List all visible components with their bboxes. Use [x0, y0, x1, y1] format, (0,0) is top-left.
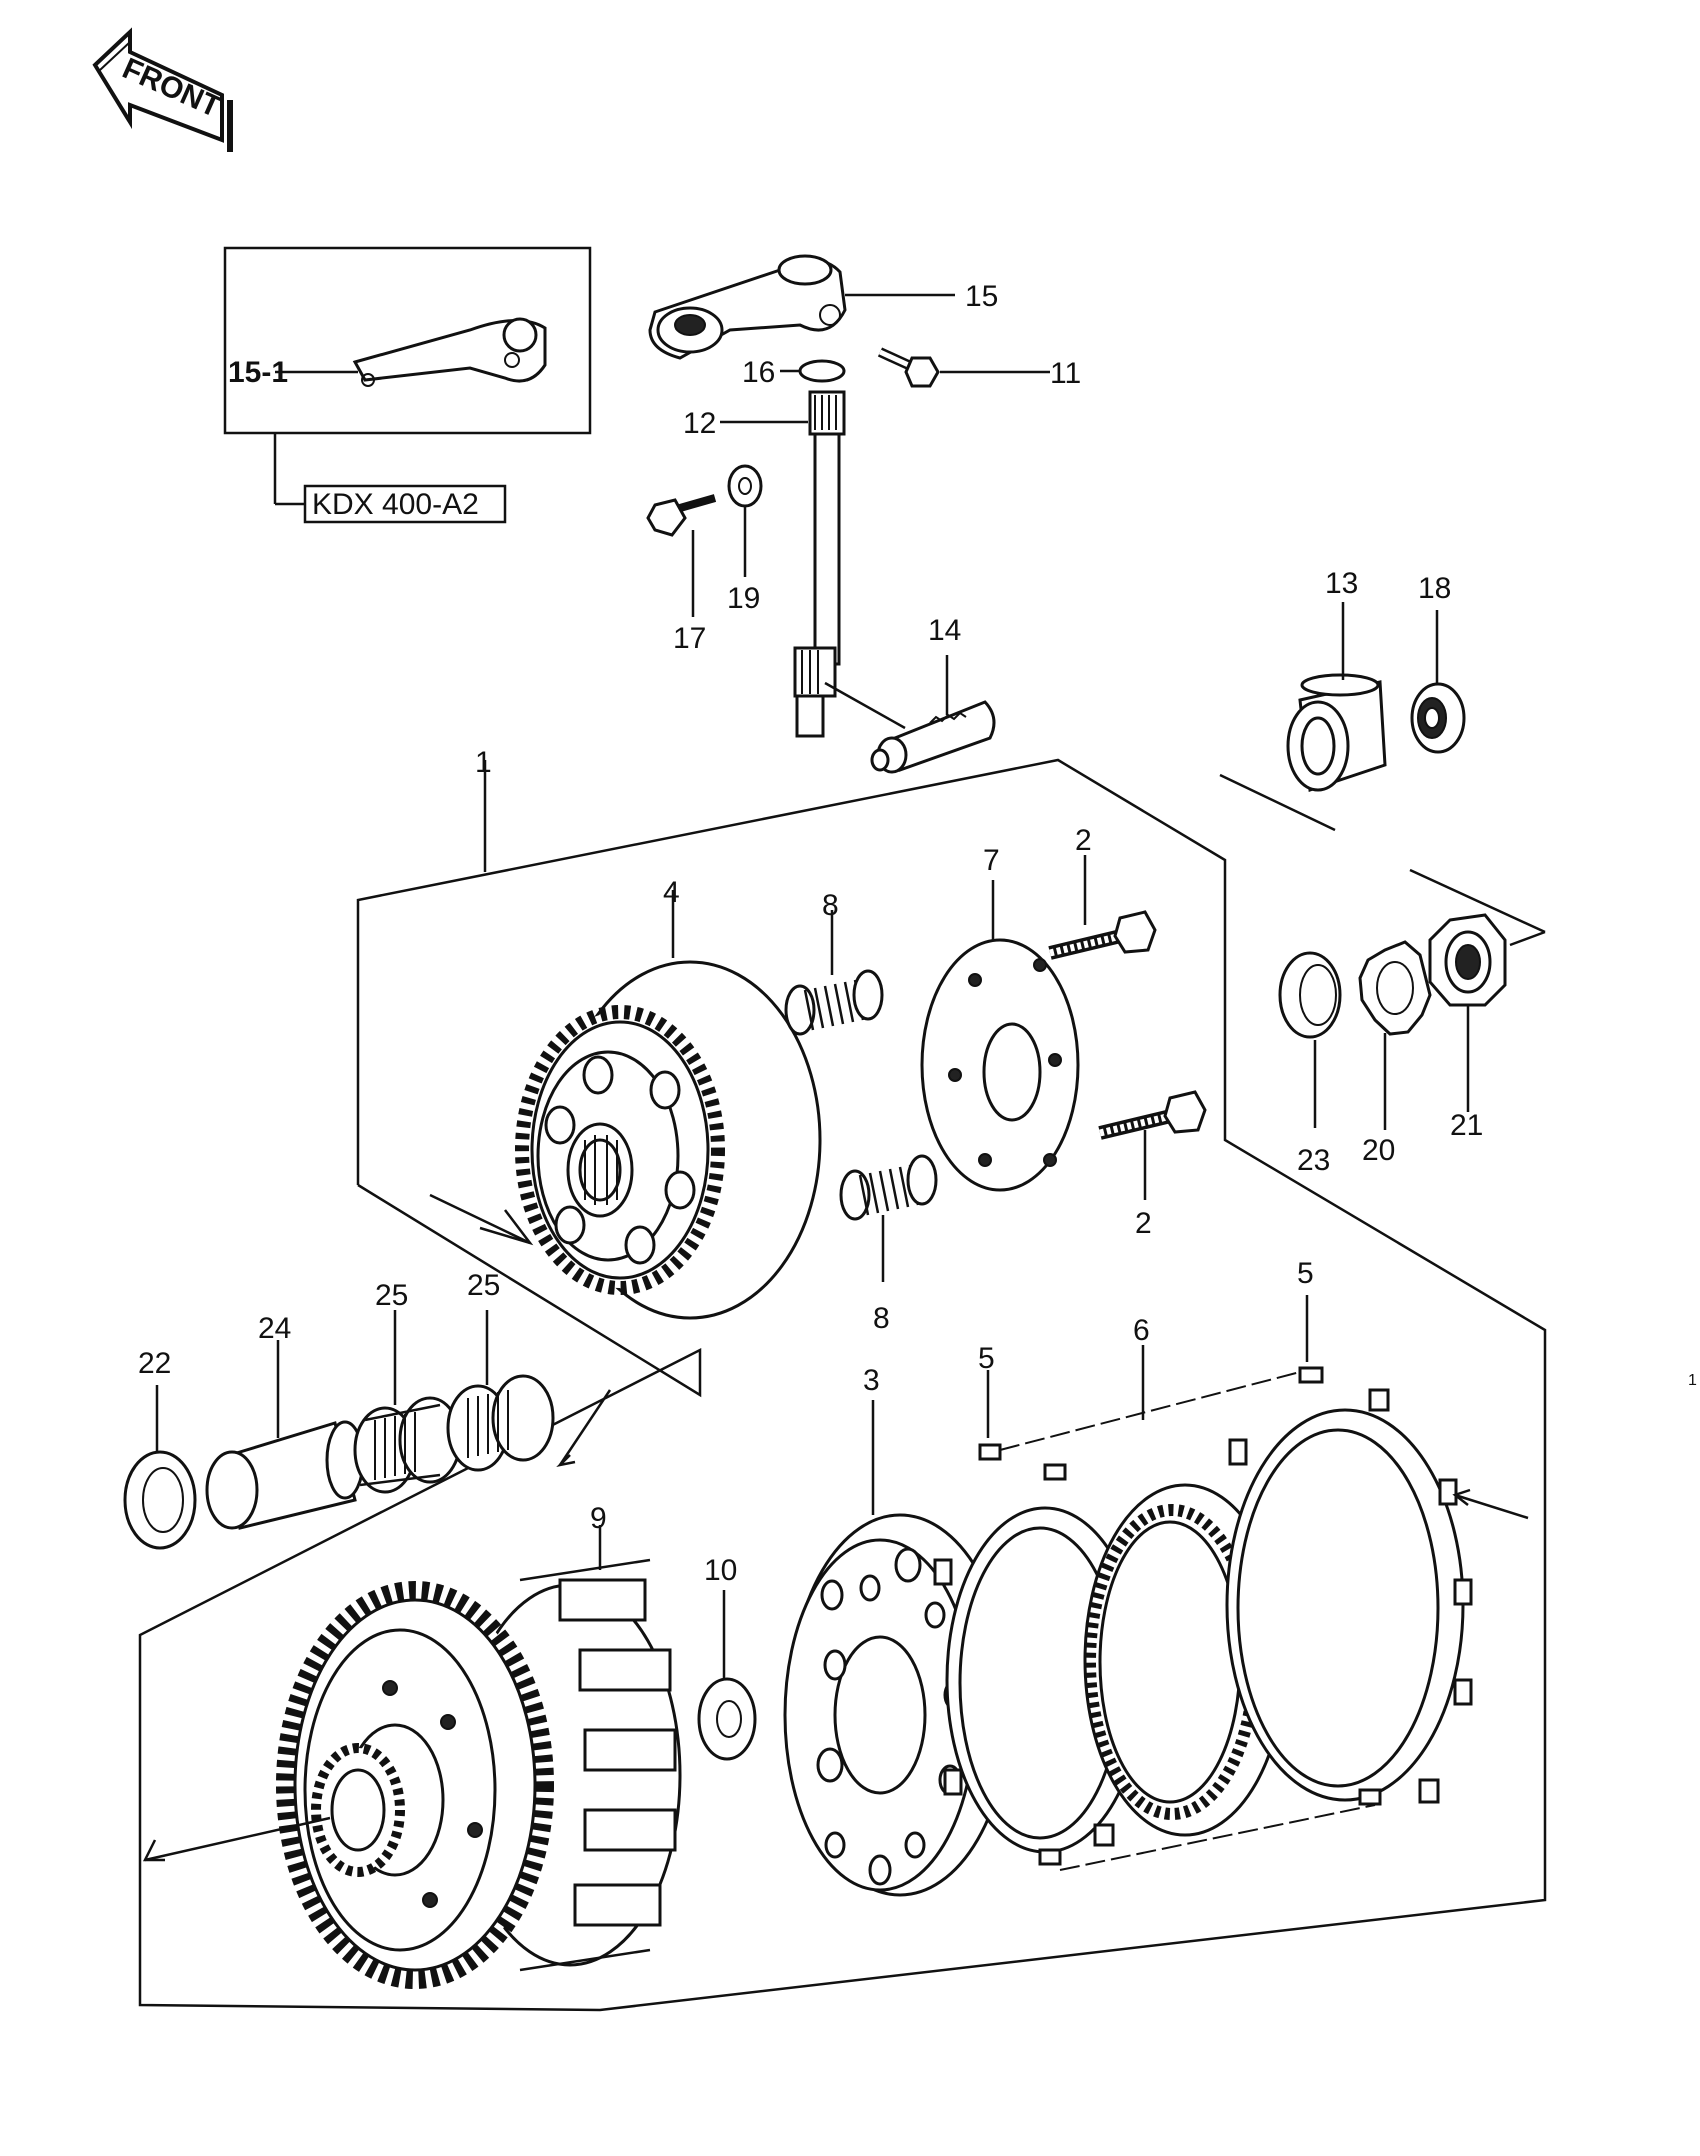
label-3: 3 — [863, 1364, 880, 1397]
bolt-2-upper: 2 — [1048, 824, 1157, 960]
label-9: 9 — [590, 1502, 607, 1535]
bolt-11: 11 — [877, 347, 1081, 390]
front-arrow: FRONT — [92, 27, 233, 152]
label-8-upper: 8 — [822, 889, 839, 922]
label-18: 18 — [1418, 572, 1451, 605]
label-5-front: 5 — [978, 1342, 995, 1375]
model-inset: 15-1 KDX 400-A2 — [223, 246, 592, 524]
label-7: 7 — [983, 844, 1000, 877]
label-8-lower: 8 — [873, 1302, 890, 1335]
spring-8-upper: 8 — [784, 889, 884, 1036]
label-13: 13 — [1325, 567, 1358, 600]
label-24: 24 — [258, 1312, 291, 1345]
bearing-18: 18 — [1410, 572, 1466, 754]
label-25b: 25 — [467, 1269, 500, 1302]
spring-8-lower: 8 — [839, 1154, 938, 1335]
screw-17: 17 — [646, 494, 717, 655]
label-11: 11 — [1050, 357, 1081, 390]
thrust-washer-10: 10 — [697, 1554, 757, 1761]
nut-21: 21 — [1428, 913, 1507, 1142]
washer-23: 23 — [1278, 951, 1342, 1177]
cap-13: 13 — [1286, 567, 1387, 793]
bolt-2-lower: 2 — [1098, 1090, 1207, 1240]
model-label-box — [303, 484, 507, 524]
label-23: 23 — [1297, 1144, 1330, 1177]
pressure-plate-7: 7 — [920, 844, 1080, 1192]
label-5-rear: 5 — [1297, 1257, 1314, 1290]
clutch-housing-9: 9 — [276, 1502, 682, 1989]
label-16: 16 — [742, 356, 775, 389]
washer-22: 22 — [123, 1347, 197, 1550]
lock-washer-20: 20 — [1358, 940, 1432, 1167]
label-19: 19 — [727, 582, 760, 615]
friction-plate-5-rear: 5 — [1225, 1257, 1473, 1806]
label-15: 15 — [965, 280, 998, 313]
shaft-12: 12 — [683, 390, 846, 738]
sleeve-24: 24 — [205, 1312, 365, 1530]
lever-15: 15 — [648, 254, 998, 360]
label-10: 10 — [704, 1554, 737, 1587]
needle-bearing-25b: 25 — [446, 1269, 555, 1472]
washer-19: 19 — [727, 464, 763, 615]
label-2-upper: 2 — [1075, 824, 1092, 857]
edge-mark: 1 — [1688, 1372, 1697, 1389]
pin-14: 14 — [824, 614, 996, 774]
label-15-1: 15-1 — [228, 356, 288, 389]
label-6: 6 — [1133, 1314, 1150, 1347]
label-14: 14 — [928, 614, 961, 647]
needle-bearing-25a: 25 — [353, 1279, 462, 1494]
label-22: 22 — [138, 1347, 171, 1380]
model-label: KDX 400-A2 — [312, 488, 479, 521]
label-21: 21 — [1450, 1109, 1483, 1142]
label-12: 12 — [683, 407, 716, 440]
label-1: 1 — [475, 746, 492, 779]
clutch-hub-4: 4 — [515, 876, 822, 1320]
label-25a: 25 — [375, 1279, 408, 1312]
o-ring-16: 16 — [742, 356, 846, 389]
assembly-outline-1: 1 — [138, 746, 1547, 2012]
label-4: 4 — [663, 876, 680, 909]
label-2-lower: 2 — [1135, 1207, 1152, 1240]
label-20: 20 — [1362, 1134, 1395, 1167]
label-17: 17 — [673, 622, 706, 655]
